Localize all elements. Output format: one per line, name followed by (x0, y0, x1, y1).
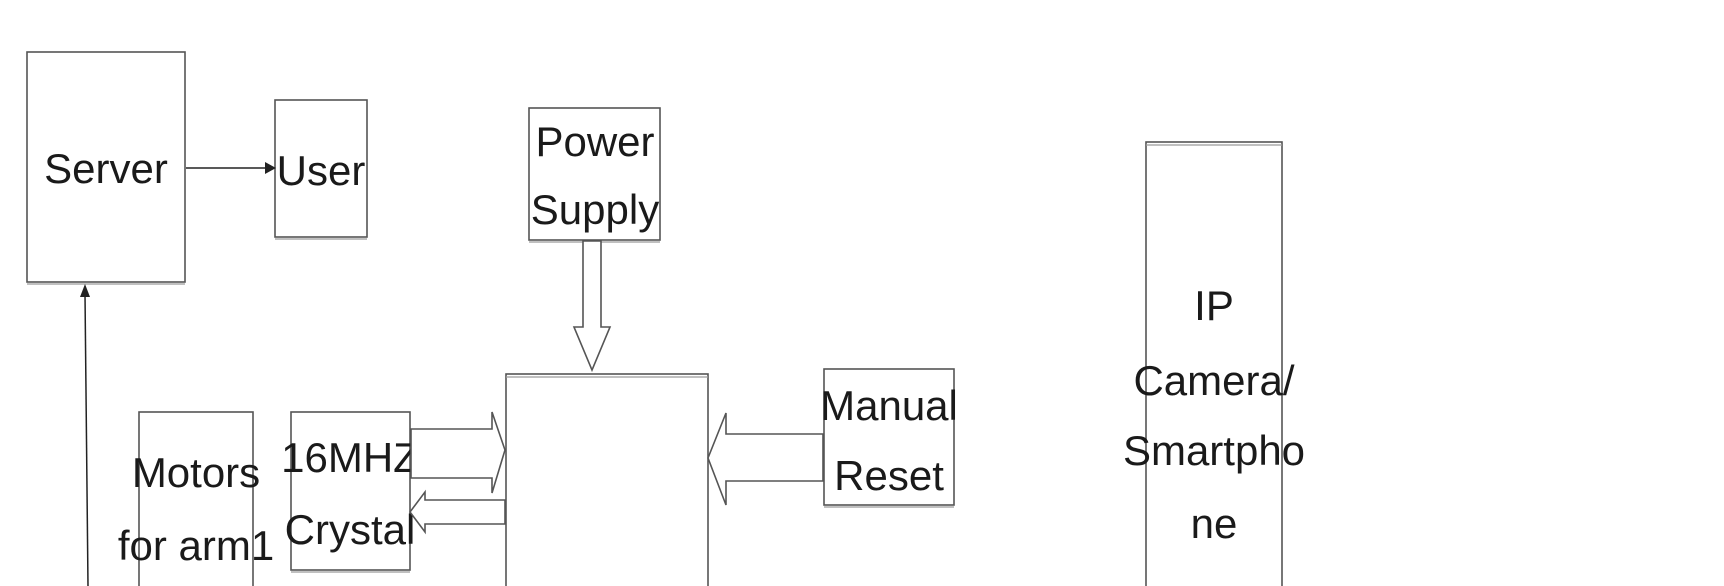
crystal-label-line-1: 16MHZ (281, 434, 419, 481)
ip-camera-label-line-2: Camera/ (1133, 357, 1294, 404)
user-label: User (277, 147, 366, 194)
motors-arm1-label-line-1: Motors (132, 449, 260, 496)
crystal-box: 16MHZ Crystal (281, 411, 419, 573)
server-box: Server (26, 51, 186, 285)
ip-camera-label-line-1: IP (1194, 282, 1234, 329)
motors-arm1-box: Motors for arm1 (118, 411, 274, 586)
power-to-mcu-block-arrow (572, 240, 612, 373)
manual-reset-label-line-2: Reset (834, 452, 944, 499)
manual-reset-label-line-1: Manual (820, 382, 958, 429)
crystal-label-line-2: Crystal (285, 506, 416, 553)
manual-reset-box: Manual Reset (820, 368, 958, 508)
offscreen-to-server-arrow (80, 284, 90, 586)
mcu-to-crystal-block-arrow (409, 489, 506, 535)
user-box: User (274, 99, 368, 240)
crystal-to-mcu-block-arrow (410, 411, 506, 494)
power-supply-label-line-2: Supply (531, 186, 659, 233)
ip-camera-box: IP Camera/ Smartpho ne (1123, 141, 1305, 586)
reset-to-mcu-block-arrow (707, 412, 824, 506)
motors-arm1-label-line-2: for arm1 (118, 522, 274, 569)
power-supply-box: Power Supply (528, 107, 661, 243)
server-to-user-arrow (186, 162, 276, 174)
microcontroller-box (505, 373, 709, 586)
ip-camera-label-line-3: Smartpho (1123, 427, 1305, 474)
power-supply-label-line-1: Power (535, 118, 654, 165)
ip-camera-label-line-4: ne (1191, 500, 1238, 547)
server-label: Server (44, 145, 168, 192)
